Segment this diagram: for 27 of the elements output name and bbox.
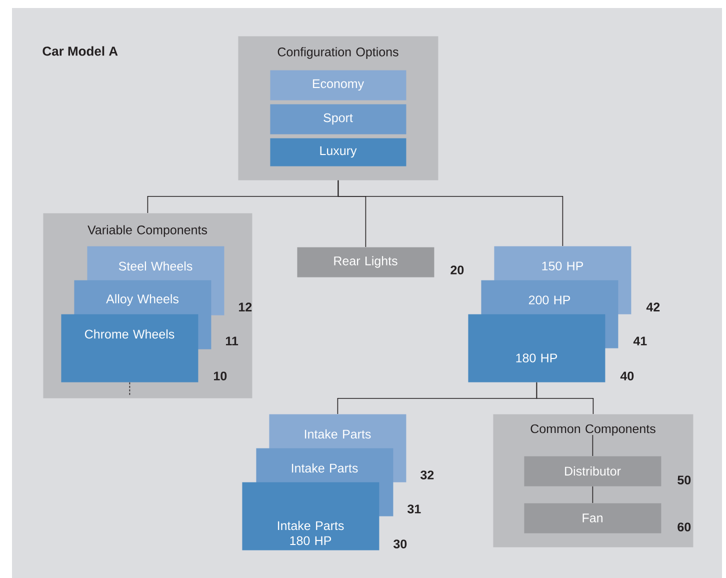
connector-line <box>592 434 594 456</box>
connector-line <box>338 180 564 246</box>
part-number: 30 <box>393 540 407 548</box>
component-box: Economy <box>270 70 406 100</box>
part-number: 31 <box>407 504 421 514</box>
part-number: 10 <box>214 372 227 380</box>
connector-line <box>536 382 594 414</box>
component-box: Fan <box>524 503 662 534</box>
part-number: 32 <box>420 470 434 480</box>
component-box: Sport <box>270 104 406 134</box>
connector-line <box>129 382 130 397</box>
connector-line <box>592 486 594 504</box>
part-number: 12 <box>239 302 252 312</box>
part-number: 20 <box>450 266 464 274</box>
component-box: Chrome Wheels <box>61 314 198 382</box>
part-number: 42 <box>646 302 660 312</box>
title: Car Model A <box>42 46 118 56</box>
component-box: 180 HP <box>468 314 606 382</box>
component-box: Rear Lights <box>297 247 434 278</box>
component-box: Luxury <box>270 138 406 166</box>
component-box: Distributor <box>524 456 662 486</box>
part-number: 60 <box>678 522 691 532</box>
part-number: 11 <box>226 336 238 346</box>
part-number: 40 <box>620 372 634 380</box>
part-number: 41 <box>633 336 647 346</box>
part-number: 50 <box>678 476 691 484</box>
component-box: Intake Parts 180 HP <box>242 482 380 550</box>
